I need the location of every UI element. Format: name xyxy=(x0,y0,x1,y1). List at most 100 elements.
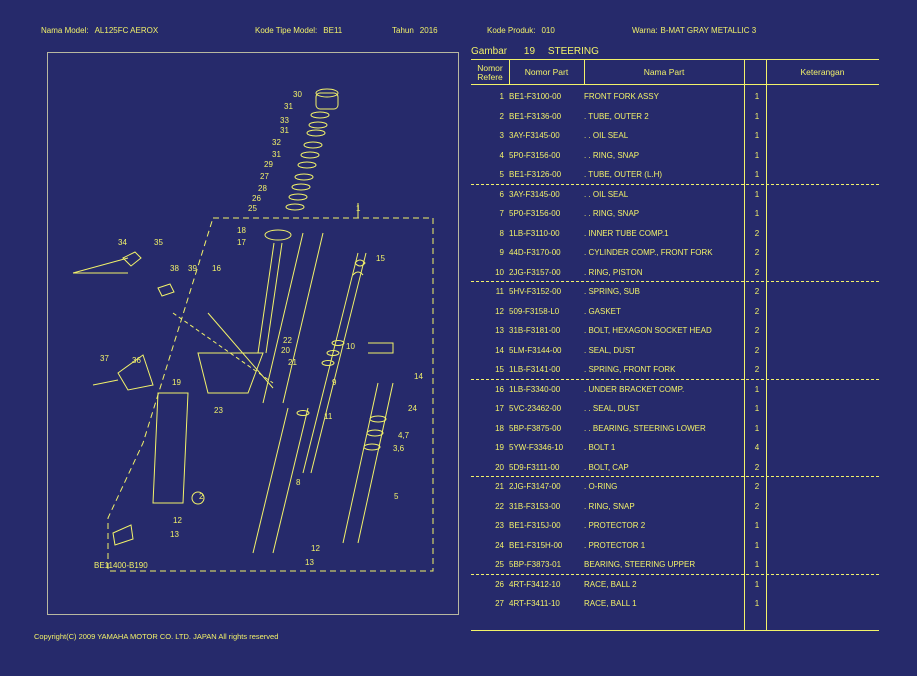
ref-number: 26 xyxy=(495,579,504,589)
quantity: 2 xyxy=(754,345,760,355)
steering-head-stack xyxy=(285,88,339,211)
section-title: Gambar 19 STEERING xyxy=(471,46,599,57)
model-value: AL125FC AEROX xyxy=(94,26,159,35)
part-name: . GASKET xyxy=(584,306,621,316)
group-separator xyxy=(471,378,879,380)
part-name: RACE, BALL 1 xyxy=(584,599,637,608)
ref-number: 17 xyxy=(495,404,504,413)
quantity: 1 xyxy=(754,170,760,179)
part-number: 3AY-F3145-00 xyxy=(509,189,560,199)
quantity: 1 xyxy=(754,111,760,121)
callout-11: 11 xyxy=(324,412,333,421)
header-model: Nama Model:AL125FC AEROX xyxy=(41,26,158,35)
part-number: 5BP-F3873-01 xyxy=(509,560,562,569)
part-number: 5D9-F3111-00 xyxy=(509,462,560,472)
product-label: Kode Produk: xyxy=(487,26,536,35)
quantity: 1 xyxy=(754,189,760,199)
product-value: 010 xyxy=(541,26,555,35)
part-name: . TUBE, OUTER (L.H) xyxy=(584,170,663,179)
type-label: Kode Tipe Model: xyxy=(255,26,318,35)
quantity: 2 xyxy=(754,326,760,335)
quantity: 1 xyxy=(754,579,760,589)
part-number: 2JG-F3157-00 xyxy=(509,267,561,277)
callout-19: 19 xyxy=(172,378,181,387)
part-number: 5HV-F3152-00 xyxy=(509,287,562,296)
header-product: Kode Produk: 010 xyxy=(487,26,555,35)
part-name: . PROTECTOR 2 xyxy=(584,521,646,530)
part-number: 1LB-F3340-00 xyxy=(509,384,561,394)
group-separator xyxy=(471,476,879,477)
callout-10: 10 xyxy=(346,342,355,351)
col-part-header: Nomor Part xyxy=(524,67,569,77)
ref-number: 1 xyxy=(499,92,504,101)
quantity: 2 xyxy=(754,267,760,277)
quantity: 2 xyxy=(754,501,760,511)
callout-30: 30 xyxy=(293,90,302,99)
quantity: 1 xyxy=(754,384,760,394)
col-divider xyxy=(766,59,767,631)
callout-12: 12 xyxy=(173,516,182,525)
ref-number: 22 xyxy=(495,501,504,511)
callout-3-6: 3,6 xyxy=(393,444,405,453)
col-divider xyxy=(744,59,745,631)
callout-31: 31 xyxy=(272,150,281,159)
quantity: 2 xyxy=(754,462,760,472)
callout-29: 29 xyxy=(264,160,273,169)
callout-31: 31 xyxy=(284,102,293,111)
section-label: Gambar xyxy=(471,46,508,57)
callout-2: 2 xyxy=(199,492,204,501)
part-number: 4RT-F3411-10 xyxy=(509,599,560,608)
callout-23: 23 xyxy=(214,406,223,415)
callout-38: 38 xyxy=(170,264,179,273)
part-number: 5P0-F3156-00 xyxy=(509,209,561,218)
section-name: STEERING xyxy=(547,46,599,57)
part-name: . BOLT 1 xyxy=(584,443,616,452)
part-number: 5BP-F3875-00 xyxy=(509,423,562,433)
part-name: . O-RING xyxy=(584,482,618,491)
fork-tube-left xyxy=(252,232,345,554)
ref-number: 13 xyxy=(495,326,504,335)
section-number: 19 xyxy=(523,46,536,57)
part-number: 31B-F3181-00 xyxy=(509,326,561,335)
year-label: Tahun xyxy=(392,26,414,35)
part-name: . . OIL SEAL xyxy=(584,189,629,199)
color-label: Warna: xyxy=(632,26,658,35)
part-number: 1LB-F3110-00 xyxy=(509,228,560,238)
part-name: . . RING, SNAP xyxy=(584,209,640,218)
part-name: . INNER TUBE COMP.1 xyxy=(584,228,669,238)
group-separator xyxy=(471,573,879,575)
quantity: 1 xyxy=(754,560,760,569)
part-number: 1LB-F3141-00 xyxy=(509,365,561,374)
part-name: FRONT FORK ASSY xyxy=(584,92,659,101)
ref-number: 11 xyxy=(495,287,504,296)
callout-21: 21 xyxy=(288,358,297,367)
callout-31: 31 xyxy=(280,126,289,135)
ref-number: 8 xyxy=(499,228,504,238)
ref-number: 16 xyxy=(495,384,504,394)
col-ref-header: Nomor Refere xyxy=(477,62,503,82)
quantity: 4 xyxy=(754,443,760,452)
callout-15: 15 xyxy=(376,254,385,263)
header-color: Warna:B-MAT GRAY METALLIC 3 xyxy=(632,26,756,35)
callout-25: 25 xyxy=(248,204,257,213)
outer-tube-right xyxy=(342,342,394,544)
quantity: 1 xyxy=(754,131,760,140)
ref-number: 5 xyxy=(499,170,504,179)
fork-tube-right xyxy=(302,252,367,474)
callout-36: 36 xyxy=(132,356,141,365)
ref-number: 20 xyxy=(495,462,504,472)
